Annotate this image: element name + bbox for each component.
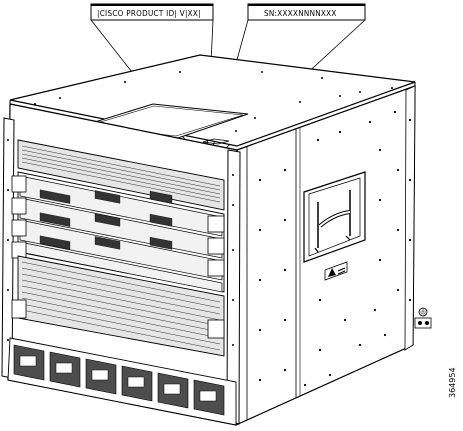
ground-lug[interactable] [414,307,432,329]
side-handle[interactable] [303,171,366,263]
fan-tray-handle-left[interactable] [11,299,27,319]
chassis-side-panel [235,85,432,426]
power-supply-bay [7,337,237,426]
fan-tray-handle-right[interactable] [207,319,225,339]
serial-number-label-text: SN:XXXXNNNNXXX [264,9,337,18]
figure-number: 364954 [448,367,457,398]
lower-fan-tray[interactable] [11,255,225,357]
ejector-lever-left-1[interactable] [11,175,27,193]
warning-label [324,261,348,281]
ejector-lever-right-2[interactable] [207,237,225,255]
right-mounting-rail [226,149,241,425]
ejector-lever-right-1[interactable] [207,215,225,233]
chassis-front [1,103,241,426]
upper-fan-tray[interactable] [17,139,225,211]
ejector-lever-left-2[interactable] [11,197,27,215]
product-id-label-text: |CISCO PRODUCT ID| V|XX| [97,9,201,18]
line-card-slots [11,171,225,293]
ejector-lever-left-3[interactable] [11,219,27,237]
ejector-lever-left-4[interactable] [11,241,27,259]
ejector-lever-right-3[interactable] [207,259,225,277]
top-label-plate-right [202,138,230,145]
